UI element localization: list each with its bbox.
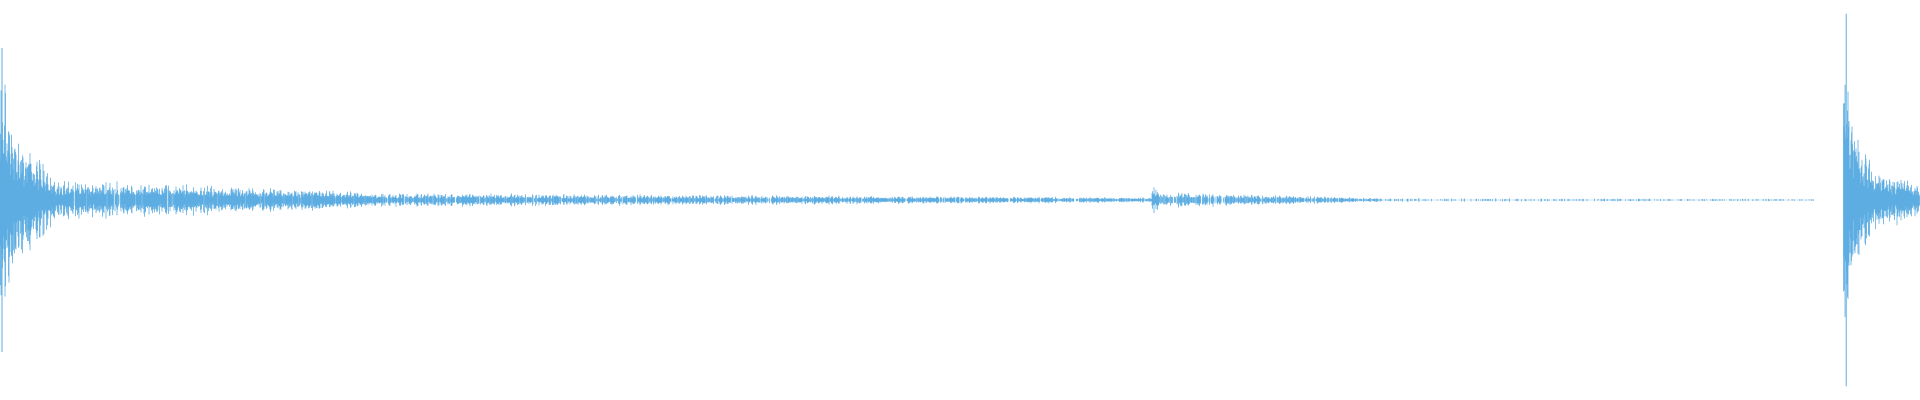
waveform-samples — [0, 81, 1920, 318]
